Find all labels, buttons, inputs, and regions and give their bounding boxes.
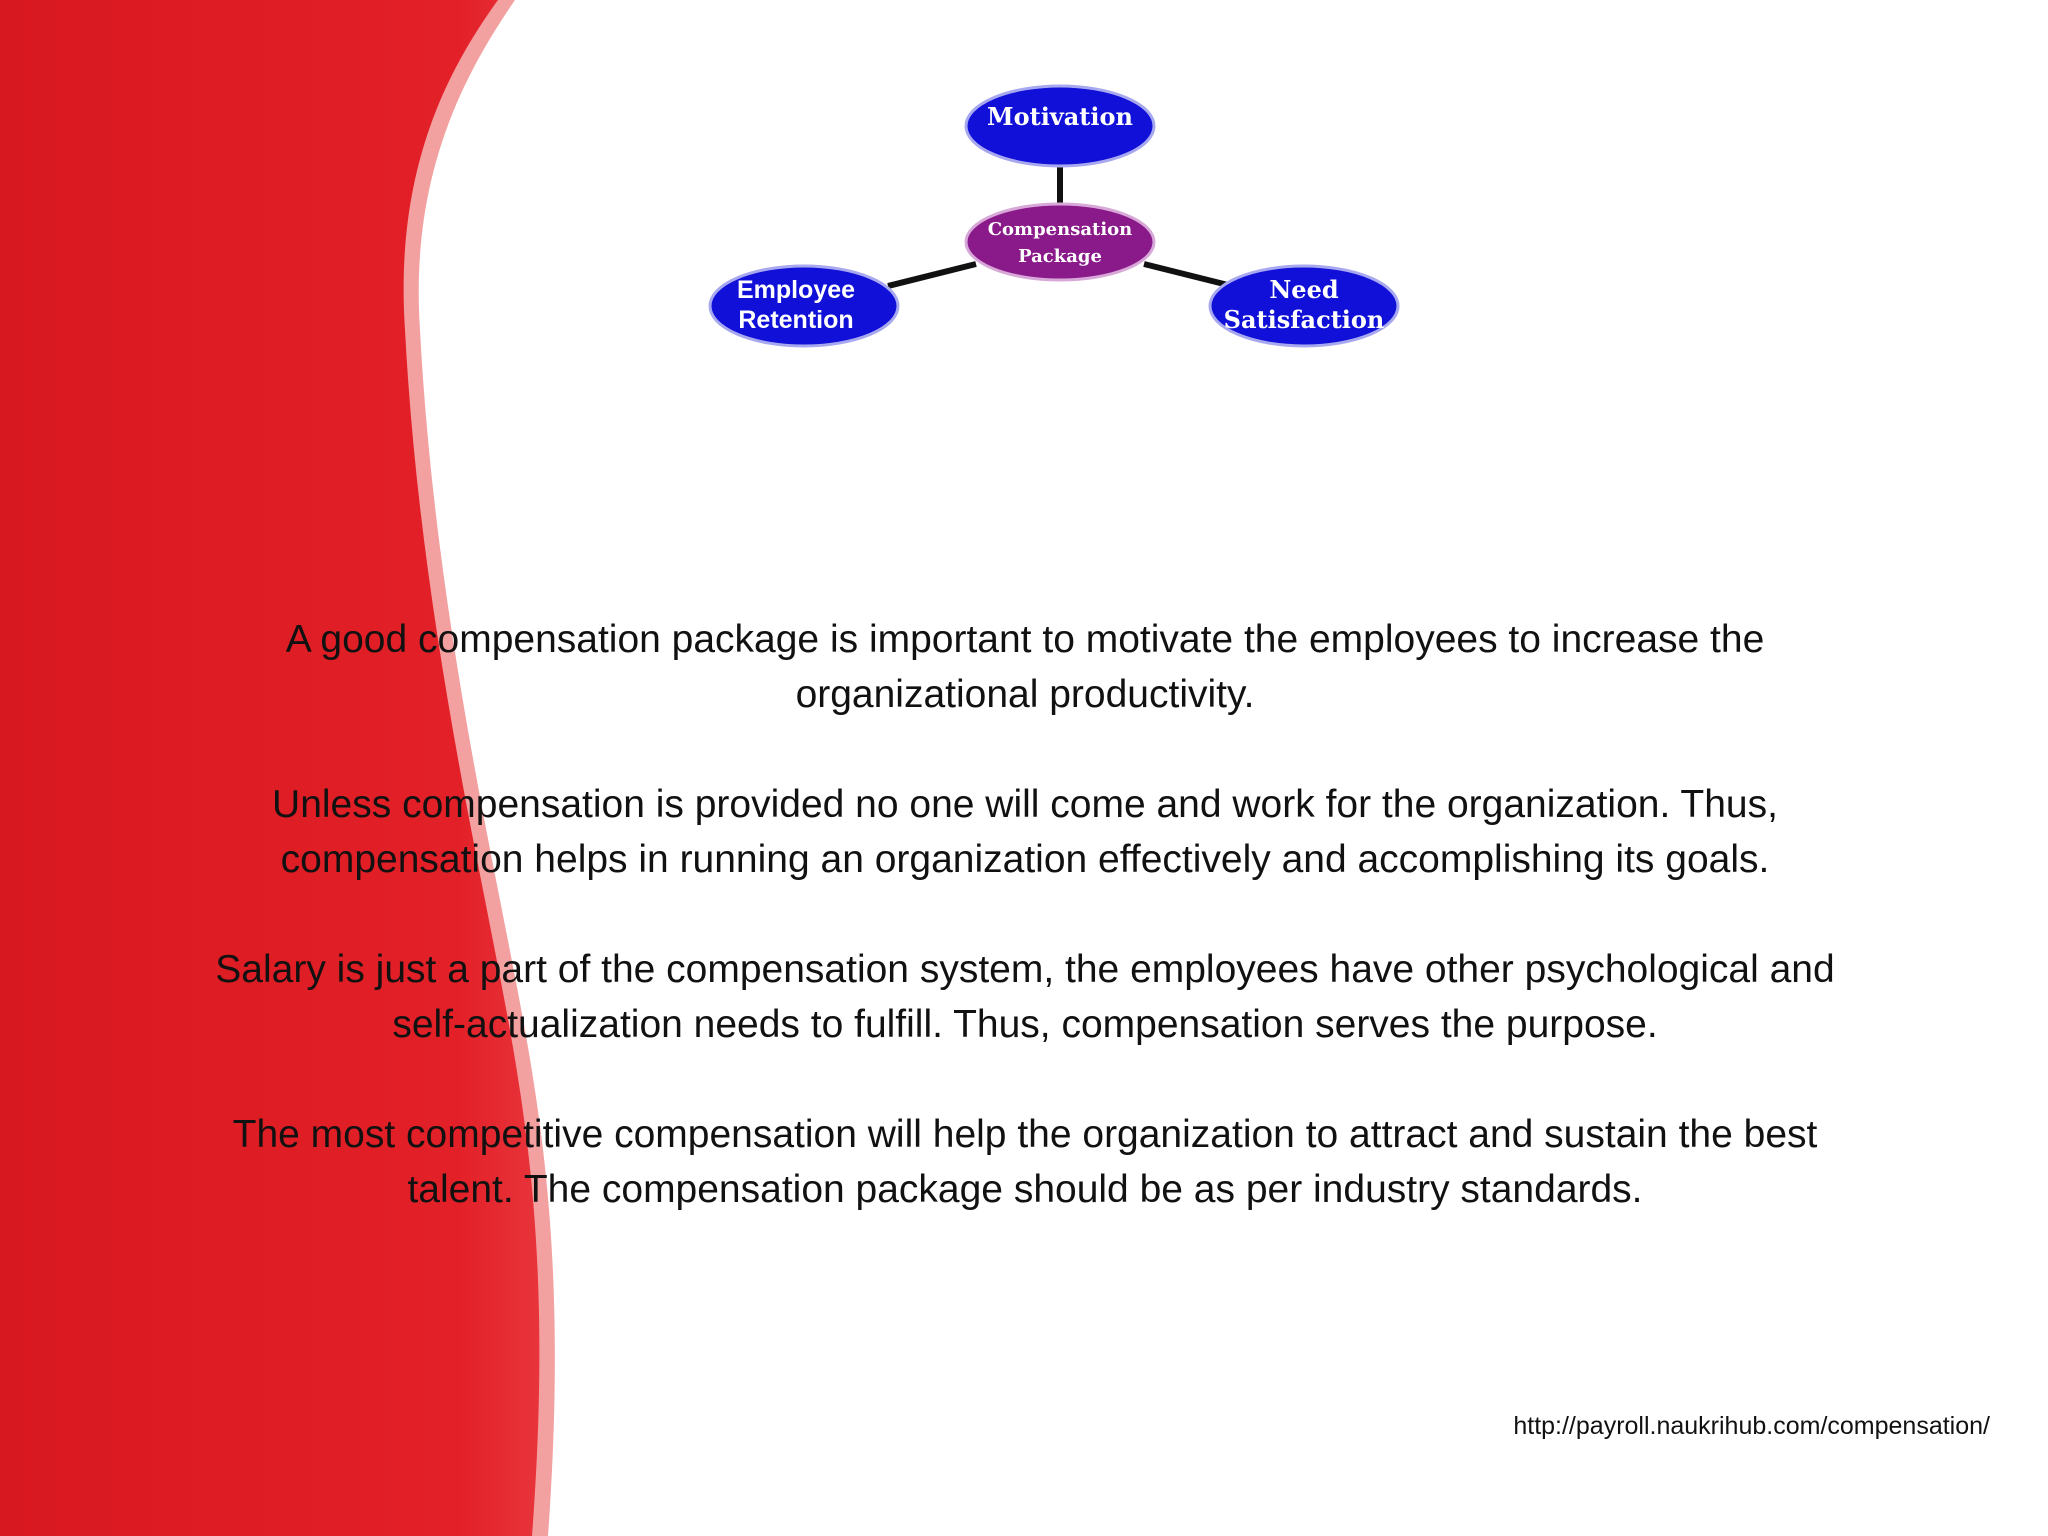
source-url: http://payroll.naukrihub.com/compensatio… <box>1513 1412 1990 1440</box>
node-right-label-2: Satisfaction <box>1224 305 1385 334</box>
node-center-label-1: Compensation <box>988 219 1133 240</box>
node-left-label-2: Retention <box>738 306 853 334</box>
connector-left <box>887 261 977 289</box>
connector-right <box>1143 261 1233 289</box>
paragraph-4-line-2: talent. The compensation package should … <box>407 1168 1643 1211</box>
node-right-label-1: Need <box>1269 275 1338 304</box>
compensation-diagram: Motivation Compensation Package Employee… <box>708 84 1400 348</box>
paragraph-3-line-2: self-actualization needs to fulfill. Thu… <box>392 1003 1658 1046</box>
node-compensation-package: Compensation Package <box>964 202 1156 282</box>
paragraph-1-line-2: organizational productivity. <box>795 673 1255 716</box>
wave-main <box>0 0 540 1536</box>
paragraph-2-line-2: compensation helps in running an organiz… <box>280 838 1770 881</box>
body-text: A good compensation package is important… <box>140 612 1910 1272</box>
node-motivation-label: Motivation <box>987 102 1133 131</box>
paragraph-4: The most competitive compensation will h… <box>140 1107 1910 1217</box>
paragraph-3: Salary is just a part of the compensatio… <box>140 942 1910 1052</box>
paragraph-4-line-1: The most competitive compensation will h… <box>232 1113 1818 1156</box>
paragraph-2-line-1: Unless compensation is provided no one w… <box>272 783 1778 826</box>
paragraph-3-line-1: Salary is just a part of the compensatio… <box>215 948 1835 991</box>
node-center-label-2: Package <box>1018 246 1102 267</box>
paragraph-1: A good compensation package is important… <box>140 612 1910 722</box>
node-left-label-1: Employee <box>737 276 855 304</box>
paragraph-2: Unless compensation is provided no one w… <box>140 777 1910 887</box>
node-employee-retention: Employee Retention <box>708 264 900 348</box>
paragraph-1-line-1: A good compensation package is important… <box>285 618 1765 661</box>
node-need-satisfaction: Need Satisfaction <box>1208 264 1400 348</box>
node-motivation: Motivation <box>964 84 1156 168</box>
